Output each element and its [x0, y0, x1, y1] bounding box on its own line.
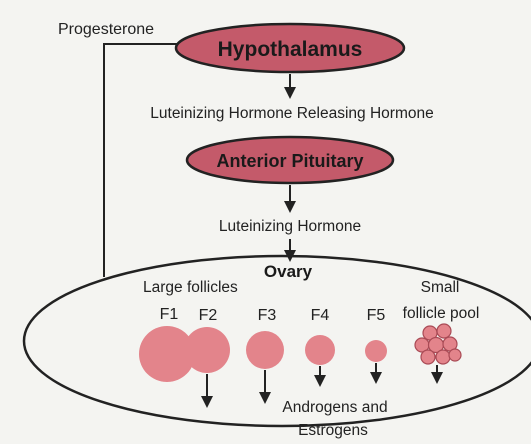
small-follicle-pool-cluster — [415, 324, 461, 364]
follicle-label-f2: F2 — [199, 307, 218, 324]
follicle-label-f3: F3 — [258, 307, 277, 324]
follicle-label-f4: F4 — [311, 307, 330, 324]
anterior-pituitary-label: Anterior Pituitary — [216, 151, 363, 171]
androgens-estrogens-label-line1: Androgens and — [282, 399, 387, 416]
follicle-f3 — [246, 331, 284, 369]
androgens-estrogens-label-line2: Estrogens — [298, 422, 368, 439]
lhrh-label: Luteinizing Hormone Releasing Hormone — [150, 105, 433, 122]
small-pool-label-line2: follicle pool — [403, 305, 480, 322]
follicle-f5 — [365, 340, 387, 362]
large-follicles-label: Large follicles — [143, 279, 238, 296]
lh-label: Luteinizing Hormone — [219, 218, 361, 235]
follicle-label-f1: F1 — [160, 306, 179, 323]
follicle-label-f5: F5 — [367, 307, 386, 324]
progesterone-feedback-line — [104, 44, 178, 277]
small-pool-label-line1: Small — [421, 279, 460, 296]
ovary-label: Ovary — [264, 262, 313, 281]
follicle-f2 — [184, 327, 230, 373]
hypothalamus-label: Hypothalamus — [218, 38, 363, 61]
follicle-f4 — [305, 335, 335, 365]
progesterone-label: Progesterone — [58, 21, 154, 38]
